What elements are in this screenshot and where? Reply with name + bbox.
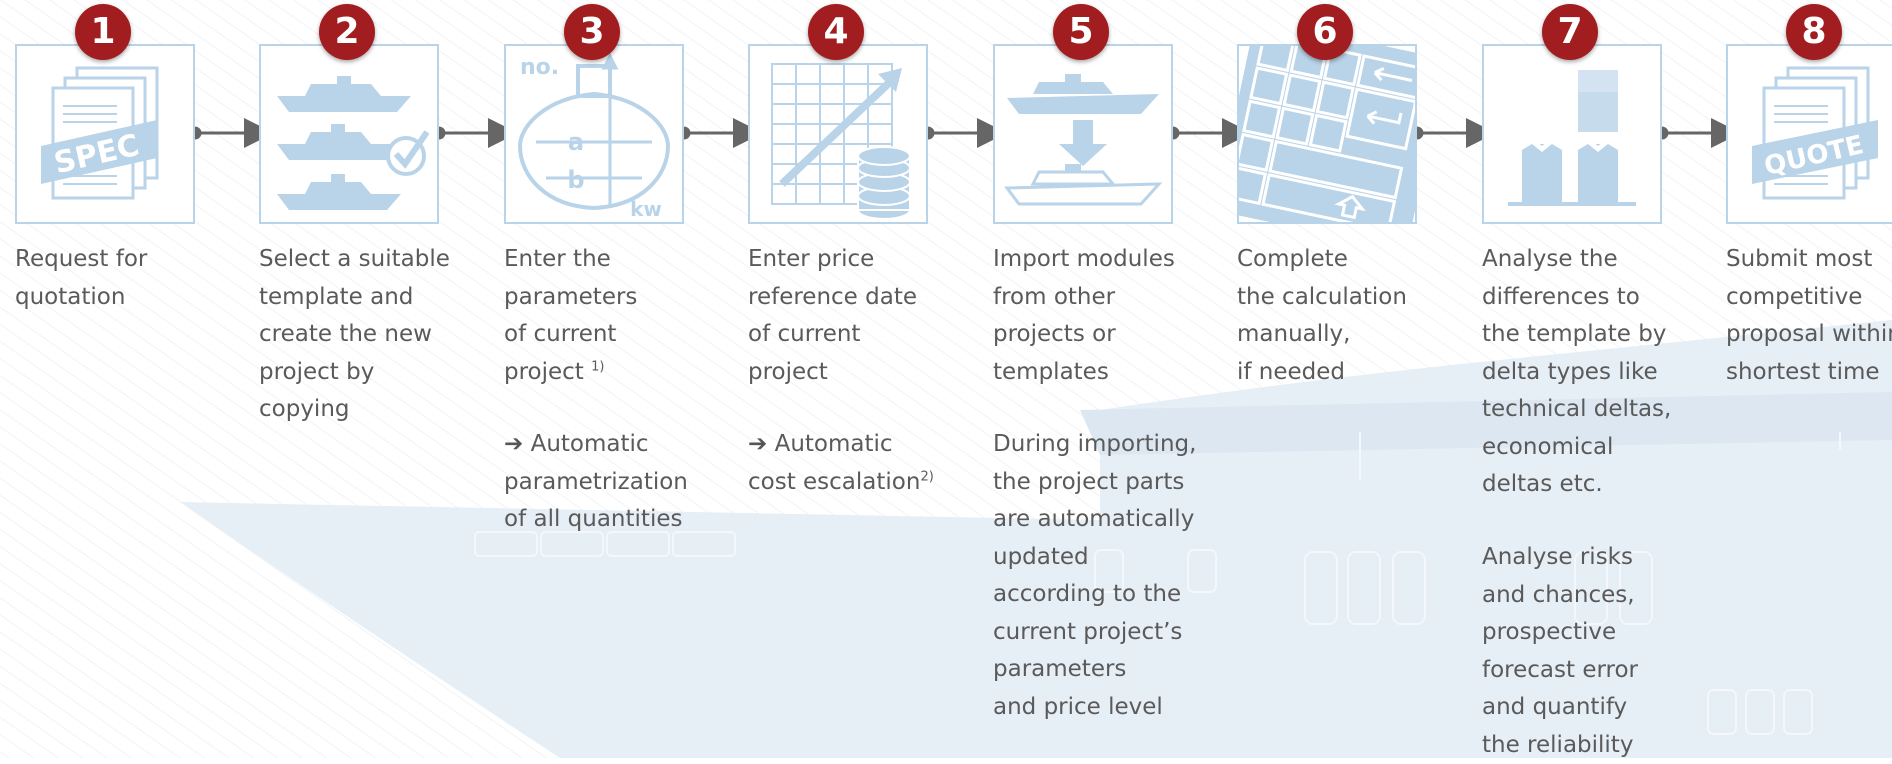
- step-2-icon-box: [259, 44, 439, 224]
- step-3-badge: 3: [564, 4, 620, 60]
- step-1: SPEC 1 Request for quotation: [15, 0, 197, 758]
- step-5-description: Import modules from other projects or te…: [993, 246, 1175, 385]
- step-4-note-text: Automatic cost escalation: [748, 431, 921, 495]
- step-3-icon-box: a b no. kw: [504, 44, 684, 224]
- step-5-icon-box: [993, 44, 1173, 224]
- step-7-note: Analyse risks and chances, prospective f…: [1482, 544, 1639, 758]
- step-8-icon-box: QUOTE: [1726, 44, 1892, 224]
- step-4-footnote: 2): [920, 468, 934, 484]
- delta-bar-chart-icon: [1508, 70, 1636, 206]
- step-1-icon-box: SPEC: [15, 44, 195, 224]
- step-7-description: Analyse the differences to the template …: [1482, 246, 1672, 497]
- step-3-note-text: Automatic parametrization of all quantit…: [504, 431, 688, 532]
- step-1-description: Request for quotation: [15, 246, 148, 310]
- step-5: 5 Import modules from other projects or …: [993, 0, 1196, 758]
- right-arrow-icon: ➔: [748, 431, 768, 457]
- right-arrow-icon: ➔: [504, 431, 524, 457]
- step-7-badge: 7: [1542, 4, 1598, 60]
- step-6-badge: 6: [1297, 4, 1353, 60]
- param-no-label: no.: [520, 55, 559, 80]
- param-kw-label: kw: [630, 197, 662, 221]
- step-2: 2 Select a suitable template and create …: [259, 0, 450, 758]
- quote-document-icon: QUOTE: [1752, 66, 1878, 200]
- step-2-badge: 2: [319, 4, 375, 60]
- step-5-note: During importing, the project parts are …: [993, 431, 1197, 720]
- param-a-label: a: [568, 128, 584, 156]
- param-b-label: b: [567, 166, 584, 194]
- step-4-note: ➔ Automatic cost escalation2): [748, 426, 958, 501]
- step-8: QUOTE 8 Submit most competitive proposal…: [1726, 0, 1892, 758]
- price-chart-coins-icon: [771, 63, 911, 220]
- import-yacht-icon: [1004, 74, 1163, 206]
- step-2-description: Select a suitable template and create th…: [259, 246, 450, 422]
- step-6: 6 Complete the calculation manually, if …: [1237, 0, 1419, 758]
- step-3-description: Enter the parameters of current project …: [504, 241, 704, 391]
- yacht-templates-check-icon: [277, 76, 430, 210]
- step-7-icon-box: [1482, 44, 1662, 224]
- keyboard-icon: [1239, 46, 1415, 222]
- step-8-description: Submit most competitive proposal within …: [1726, 246, 1892, 385]
- step-4-badge: 4: [808, 4, 864, 60]
- ship-parameters-icon: a b no. kw: [517, 52, 671, 221]
- step-1-badge: 1: [75, 4, 131, 60]
- step-4-icon-box: [748, 44, 928, 224]
- step-8-badge: 8: [1786, 4, 1842, 60]
- step-4-description: Enter price reference date of current pr…: [748, 246, 917, 385]
- step-7: 7 Analyse the differences to the templat…: [1482, 0, 1671, 758]
- spec-document-icon: SPEC: [41, 66, 159, 200]
- step-3-footnote: 1): [591, 358, 605, 374]
- step-6-icon-box: [1237, 44, 1417, 224]
- step-3: a b no. kw 3 Enter the parameters of cur…: [504, 0, 688, 758]
- step-3-description-text: Enter the parameters of current project: [504, 246, 638, 385]
- step-6-description: Complete the calculation manually, if ne…: [1237, 246, 1407, 385]
- step-5-badge: 5: [1053, 4, 1109, 60]
- step-3-note: ➔ Automatic parametrization of all quant…: [504, 426, 714, 539]
- step-4: 4 Enter price reference date of current …: [748, 0, 934, 758]
